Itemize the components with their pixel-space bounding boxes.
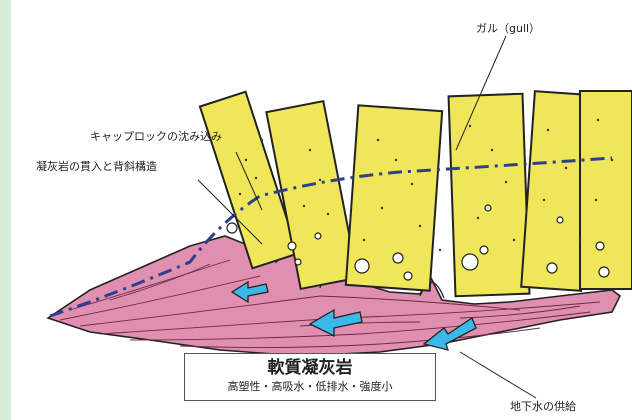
gull-label: ガル（gull） bbox=[476, 22, 540, 36]
soft-tuff-properties: 高塑性・高吸水・低排水・強度小 bbox=[185, 379, 435, 395]
soft-tuff-title: 軟質凝灰岩 bbox=[185, 357, 435, 379]
caprock-block bbox=[580, 91, 632, 289]
tuff-intrusion-label: 凝灰岩の貫入と背斜構造 bbox=[36, 160, 157, 174]
soft-tuff-caption-box: 軟質凝灰岩 高塑性・高吸水・低排水・強度小 bbox=[184, 353, 436, 401]
caprock-block bbox=[449, 94, 530, 296]
groundwater-supply-label: 地下水の供給 bbox=[510, 400, 576, 414]
caprock-subsidence-label: キャップロックの沈み込み bbox=[90, 130, 222, 144]
